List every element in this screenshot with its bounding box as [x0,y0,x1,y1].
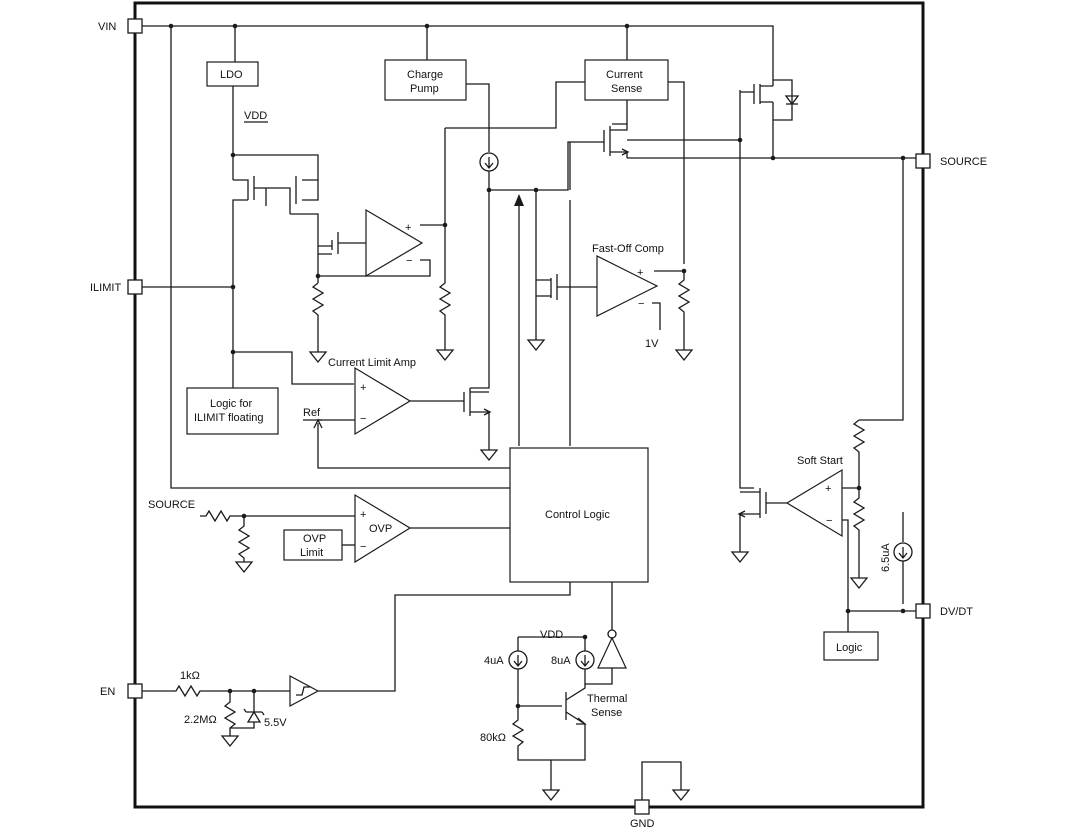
current-limit-amp [354,366,412,436]
resistor-mirror [311,282,325,352]
ground-icon [849,577,869,590]
resistor-en [142,684,290,698]
resistor-softstart-bottom [852,488,866,578]
pin-vin [127,18,143,34]
chip-outline [133,1,925,809]
ground-icon [220,735,240,748]
thermal-bjt [551,684,587,761]
svg-text:+: + [825,483,831,495]
ground-icon [479,449,499,462]
svg-text:−: − [360,541,366,553]
pin-source [915,153,931,169]
one-kohm-label: 1kΩ [180,670,200,682]
ldo-label: LDO [220,69,243,81]
six-five-ua-label: 6.5uA [880,543,892,572]
ilimit-floating-logic [186,387,279,435]
power-mosfet [739,79,800,158]
soft-start-label: Soft Start [797,455,843,467]
limit-nmos [463,388,492,450]
schmitt-buffer [289,674,320,708]
pin-dvdt [915,603,931,619]
resistor-fastoff [677,271,691,350]
resistor-sense [438,128,452,350]
two-two-mohm-label: 2.2MΩ [184,714,217,726]
resistor-en-pulldown [223,691,237,736]
thermal-sense-line2: Sense [591,707,622,719]
pin-dvdt-label: DV/DT [940,606,973,618]
pmos-mirror [232,176,319,352]
ground-icon [541,789,561,802]
pin-source-label: SOURCE [940,156,987,168]
source-input-label: SOURCE [148,499,195,511]
svg-text:+: + [637,267,643,279]
ref-label: Ref [303,407,321,419]
ovp-comparator [354,493,412,564]
ovp-limit-block [283,529,343,561]
ldo-block [206,61,259,87]
ilimit-logic-line1: Logic for [210,398,253,410]
svg-text:−: − [826,515,832,527]
pin-gnd [634,799,650,815]
svg-text:−: − [638,298,644,310]
ground-icon [671,789,691,802]
resistor-thermal [511,706,552,790]
control-logic-block [509,447,649,583]
charge-pump-block [384,59,467,101]
fastoff-nmos [535,190,597,340]
pin-gnd-label: GND [630,818,655,830]
resistor-ovp-top [200,509,355,523]
sense-mosfet [603,124,630,158]
current-limit-amp-label: Current Limit Amp [328,357,416,369]
four-ua-label: 4uA [484,655,504,667]
pin-en [127,683,143,699]
ground-icon [730,551,750,564]
one-v-label: 1V [645,338,659,350]
vdd-label-bottom: VDD [540,629,563,641]
mirror-amp [365,208,424,278]
soft-start-amp [785,468,843,538]
control-logic-label: Control Logic [545,509,610,521]
resistor-ovp-bottom [237,516,251,562]
svg-text:−: − [406,255,412,267]
fast-off-comp-label: Fast-Off Comp [592,243,664,255]
softstart-nmos [737,488,767,552]
current-sense-line2: Sense [611,83,642,95]
thermal-sense-line1: Thermal [587,693,627,705]
resistor-softstart-top [852,419,866,488]
ovp-label: OVP [369,523,392,535]
svg-text:+: + [405,222,411,234]
thermal-inverter [597,636,627,669]
eighty-kohm-label: 80kΩ [480,732,506,744]
zener-icon [246,710,262,723]
current-sense-block [584,59,669,101]
logic-label: Logic [836,642,863,654]
pin-en-label: EN [100,686,115,698]
ground-icon [526,339,546,352]
charge-pump-line2: Pump [410,83,439,95]
pin-ilimit-label: ILIMIT [90,282,121,294]
ground-icon [308,351,328,364]
vin-rail [142,25,774,80]
current-sense-line1: Current [606,69,643,81]
vdd-label-top: VDD [244,110,267,122]
charge-pump-line1: Charge [407,69,443,81]
svg-text:+: + [360,509,366,521]
ground-icon [435,349,455,362]
fast-off-comp [596,255,659,317]
vin-to-control [170,26,510,489]
five-five-v-label: 5.5V [264,717,287,729]
ground-icon [234,561,254,574]
ground-icon [674,349,694,362]
ilimit-logic-line2: ILIMIT floating [194,412,264,424]
ovp-limit-line1: OVP [303,533,326,545]
eight-ua-label: 8uA [551,655,571,667]
logic-block [823,631,879,661]
svg-text:+: + [360,382,366,394]
ovp-limit-line2: Limit [300,547,323,559]
pin-ilimit [127,279,143,295]
svg-text:−: − [360,413,366,425]
pin-vin-label: VIN [98,21,116,33]
